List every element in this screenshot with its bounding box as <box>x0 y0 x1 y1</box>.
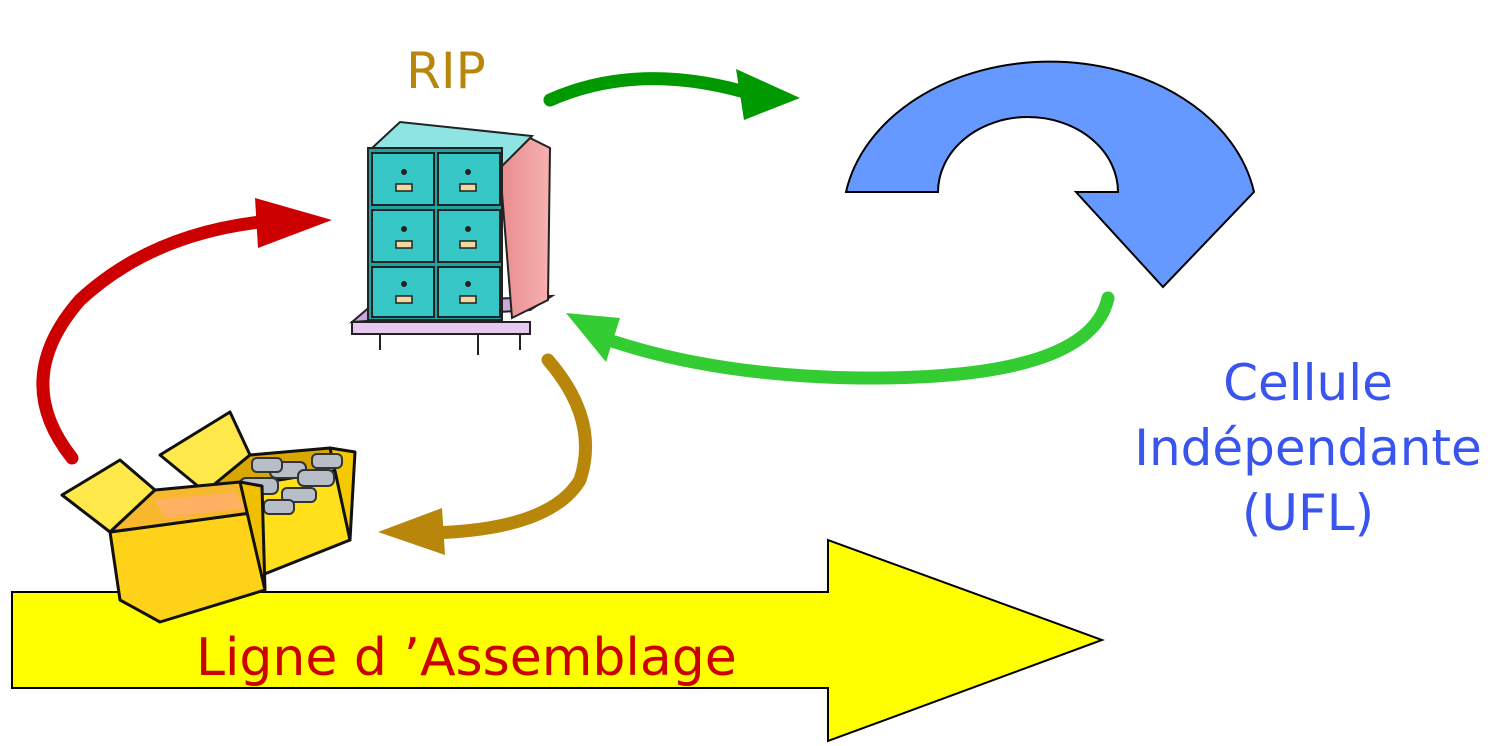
cell-label: Cellule Indépendante (UFL) <box>1134 354 1482 542</box>
arrow-rip-to-cell <box>543 69 800 120</box>
open-boxes-with-parts-icon <box>60 410 357 624</box>
cell-label-line3: (UFL) <box>1242 484 1374 542</box>
arrow-cell-to-rip <box>566 291 1115 385</box>
arrow-boxes-to-rip <box>36 198 332 465</box>
cell-label-line1: Cellule <box>1223 354 1393 412</box>
filing-cabinet-icon <box>349 120 556 355</box>
cell-label-line2: Indépendante <box>1134 419 1482 477</box>
rip-label: RIP <box>406 42 486 100</box>
arrow-rip-to-boxes <box>378 353 592 555</box>
assembly-line-arrow <box>11 538 1105 743</box>
assembly-line-label: Ligne d ’Assemblage <box>196 628 737 688</box>
cycle-arrow <box>844 60 1256 289</box>
